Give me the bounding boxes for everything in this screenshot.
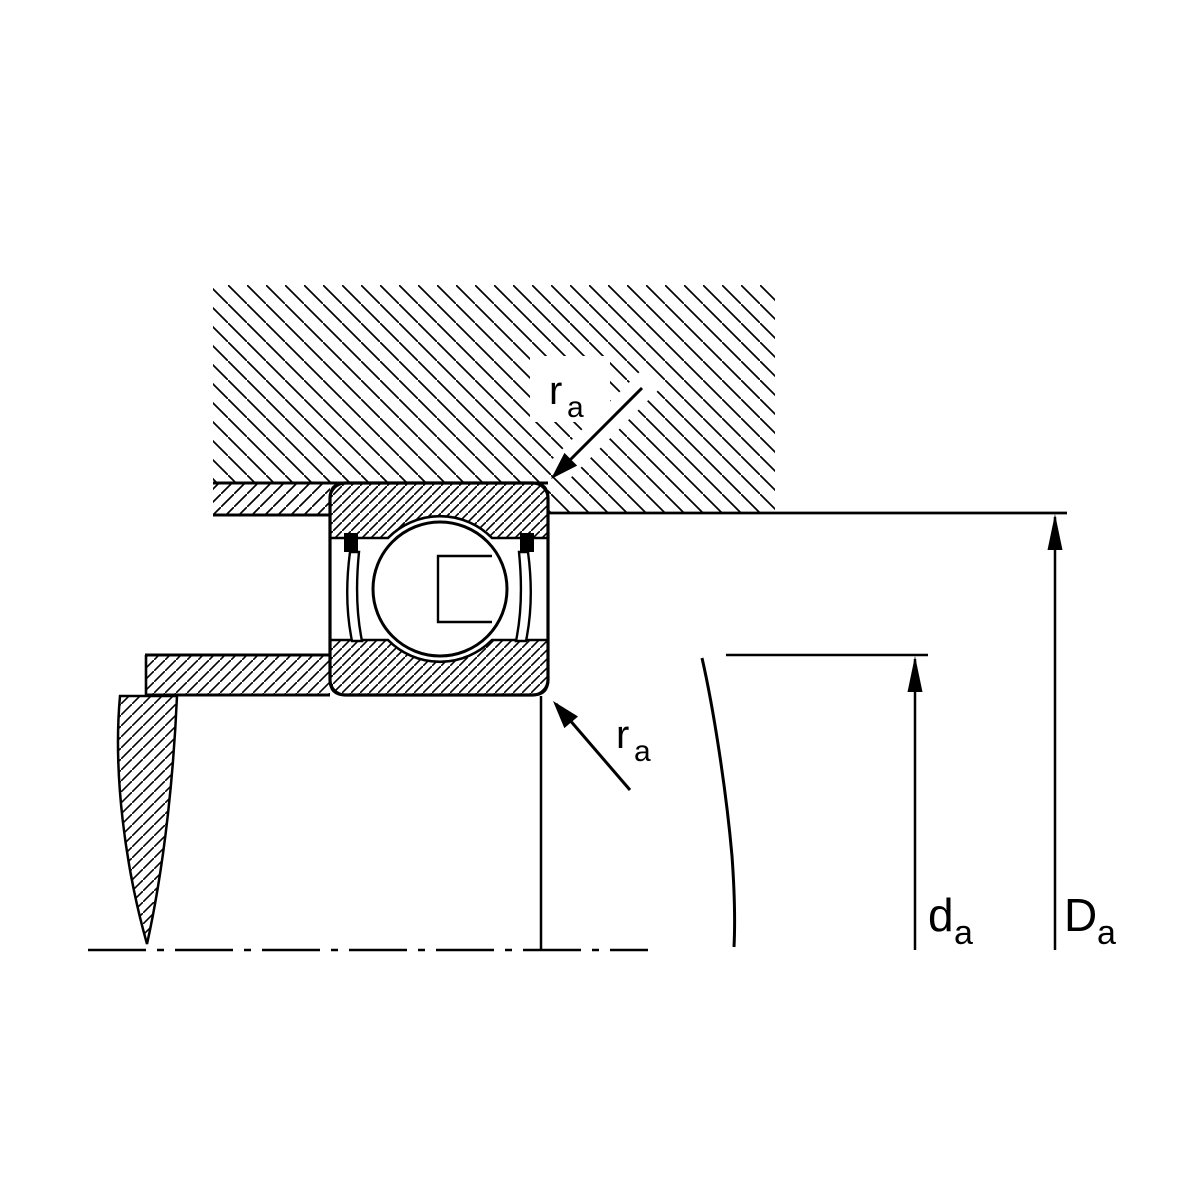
da-label: d a <box>928 889 973 952</box>
cover-strip-hatched-area <box>213 483 330 515</box>
label-clearance-box <box>530 356 610 422</box>
seal-right <box>514 533 534 643</box>
Da-label-base: D <box>1064 889 1097 941</box>
Da-label: D a <box>1064 889 1116 952</box>
dimension-da: d a <box>726 653 973 952</box>
seal-left-anchor <box>344 533 358 552</box>
housing-section <box>213 285 1067 517</box>
Da-arrowhead-icon <box>1047 514 1063 550</box>
ra-bottom-label: r a <box>616 713 651 768</box>
ra-bottom-label-sub: a <box>634 735 651 768</box>
shaft-section <box>88 653 737 952</box>
da-arrowhead-icon <box>907 656 923 692</box>
dimension-ra-top: r a <box>549 369 644 479</box>
bearing-cross-section <box>328 481 550 697</box>
ra-top-label: r a <box>549 369 584 424</box>
bearing-outline <box>328 481 550 697</box>
da-label-base: d <box>928 889 954 941</box>
dimension-ra-bottom: r a <box>553 701 651 791</box>
shaft-flank-curve <box>700 657 737 948</box>
da-label-sub: a <box>954 914 973 952</box>
seal-right-anchor <box>520 533 534 552</box>
seal-left <box>344 533 364 643</box>
ra-top-arrowhead-icon <box>551 452 578 479</box>
ra-bottom-label-base: r <box>616 713 629 757</box>
shaft-break-out-section <box>116 694 179 945</box>
ra-top-label-sub: a <box>567 391 584 424</box>
cage-section <box>436 554 492 624</box>
ra-bottom-arrowhead-icon <box>553 701 579 729</box>
ra-top-label-base: r <box>549 369 562 413</box>
housing-hatched-area <box>213 285 775 513</box>
shaft-shoulder-hatched-area <box>146 655 330 695</box>
seal-right-lip <box>514 550 532 643</box>
seal-left-lip <box>346 550 364 643</box>
ball <box>371 520 509 658</box>
dimension-Da: D a <box>1047 514 1116 952</box>
Da-label-sub: a <box>1097 914 1116 952</box>
